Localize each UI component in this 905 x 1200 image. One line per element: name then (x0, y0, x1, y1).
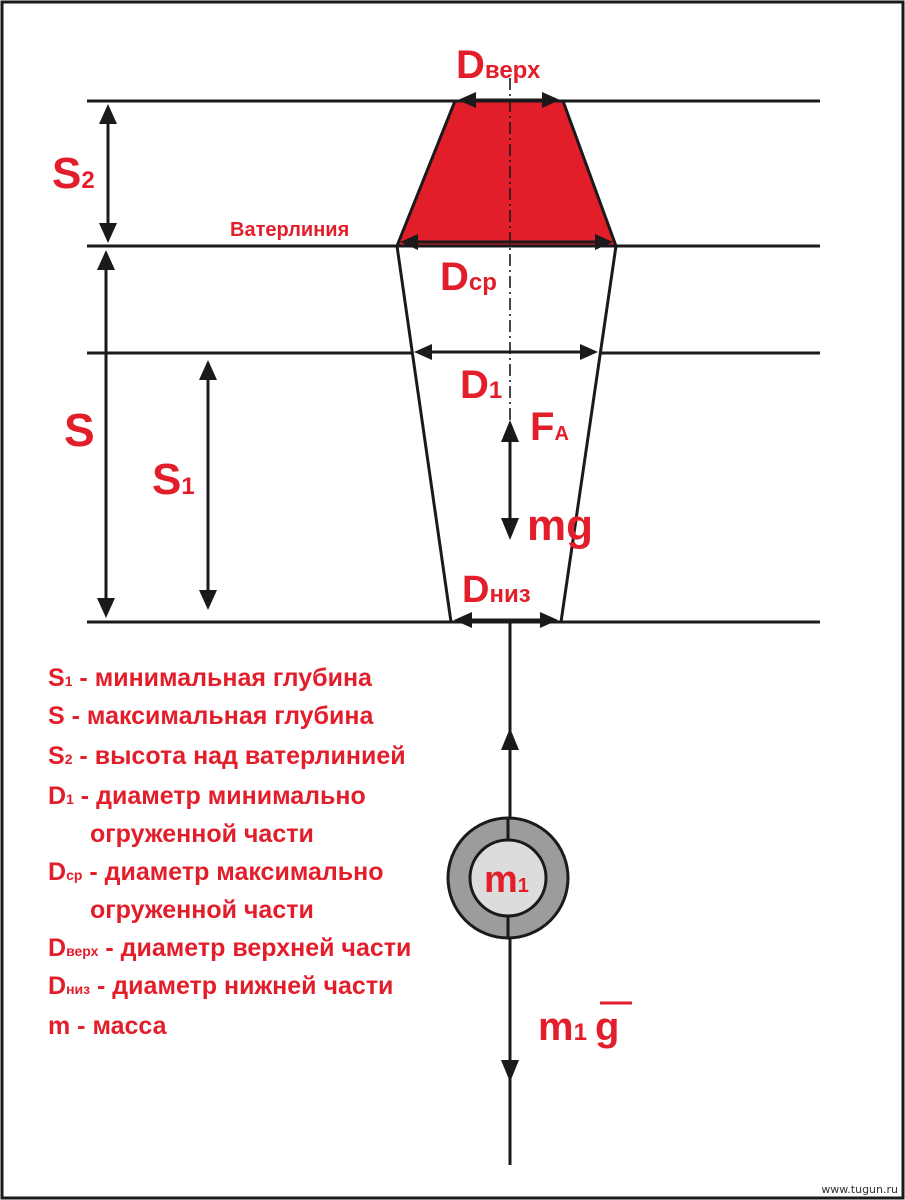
d-bot-arrow-left (454, 612, 472, 628)
label-m1: m1 (484, 859, 529, 901)
fa-arrow-up (501, 420, 519, 442)
s-arrow-up (97, 250, 115, 270)
s1-arrow-up (199, 360, 217, 380)
label-d-mid: Dср (440, 255, 497, 299)
legend-item: Dср - диаметр максимально (48, 858, 384, 886)
legend-item-continued: огруженной части (90, 896, 314, 924)
label-mg: mg (527, 501, 593, 550)
watermark: www.tugun.ru (821, 1183, 898, 1196)
label-s: S (64, 404, 95, 456)
tension-arrow-up (501, 728, 519, 750)
float-top-part (394, 99, 619, 248)
s-arrow-down (97, 598, 115, 618)
d1-arrow-right (580, 344, 598, 360)
legend: S1 - минимальная глубина S - максимальна… (48, 664, 411, 1040)
label-waterline: Ватерлиния (230, 219, 349, 241)
label-d1: D1 (460, 363, 502, 407)
label-d-bot: Dниз (462, 569, 531, 611)
weight-m1 (446, 816, 570, 940)
d1-arrow-left (414, 344, 432, 360)
d-mid-arrow-right (595, 234, 613, 250)
legend-item: m - масса (48, 1012, 168, 1040)
weight-arrow-down (501, 1060, 519, 1082)
legend-item: S1 - минимальная глубина (48, 664, 373, 692)
arrows (97, 92, 613, 1082)
label-s1: S1 (152, 455, 195, 504)
s1-arrow-down (199, 590, 217, 610)
d-top-arrow-right (542, 92, 560, 108)
label-fa: FA (530, 405, 569, 449)
d-bot-arrow-right (540, 612, 558, 628)
legend-item: D1 - диаметр минимально (48, 782, 366, 810)
s2-arrow-up (99, 104, 117, 124)
label-d-top: Dверх (456, 43, 541, 87)
d-top-arrow-left (458, 92, 476, 108)
d-mid-arrow-left (400, 234, 418, 250)
mg-arrow-down (501, 518, 519, 540)
legend-item: Dверх - диаметр верхней части (48, 934, 411, 962)
s2-arrow-down (99, 223, 117, 243)
legend-item-continued: огруженной части (90, 820, 314, 848)
legend-item: S2 - высота над ватерлинией (48, 742, 406, 770)
legend-item: Dниз - диаметр нижней части (48, 972, 393, 1000)
legend-item: S - максимальная глубина (48, 702, 374, 730)
label-s2: S2 (52, 149, 95, 198)
